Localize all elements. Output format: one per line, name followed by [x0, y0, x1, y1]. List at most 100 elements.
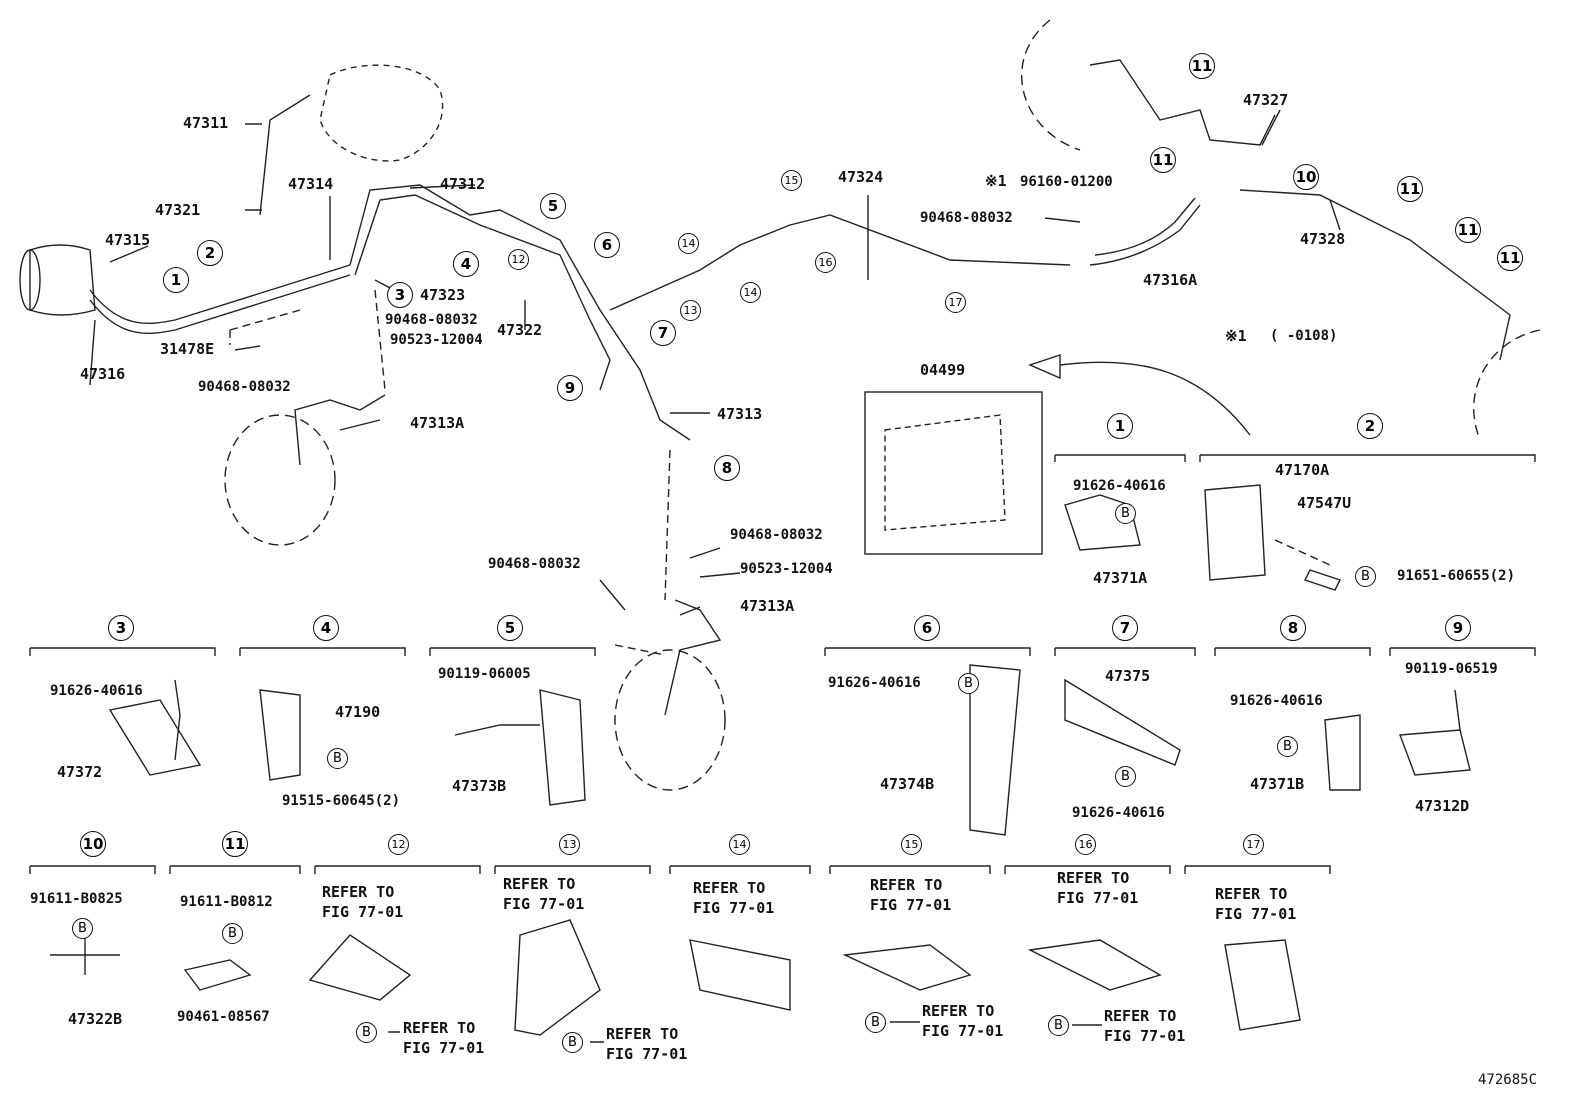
label-47313: 47313 — [717, 405, 763, 423]
label-96160-01200: 96160-01200 — [1020, 174, 1113, 190]
d11-b-mark: B — [222, 923, 243, 944]
callout-5: 5 — [540, 193, 566, 219]
d4-b-mark: B — [327, 748, 348, 769]
label-47322: 47322 — [497, 321, 543, 339]
callout-15: 15 — [781, 170, 802, 191]
label-47316A: 47316A — [1143, 271, 1198, 289]
d12-refer-b: REFER TO FIG 77-01 — [403, 1019, 485, 1057]
detail-header-16: 16 — [1075, 834, 1096, 855]
d15-b-mark: B — [865, 1012, 886, 1033]
detail-header-13: 13 — [559, 834, 580, 855]
callout-6: 6 — [594, 232, 620, 258]
d2-47170A: 47170A — [1275, 461, 1330, 479]
d1-main: 47371A — [1093, 569, 1148, 587]
d10-part: 91611-B0825 — [30, 891, 123, 907]
label-47311: 47311 — [183, 114, 229, 132]
callout-12: 12 — [508, 249, 529, 270]
d7-part: 91626-40616 — [1072, 805, 1165, 821]
label-31478E: 31478E — [160, 340, 215, 358]
detail-header-5: 5 — [497, 615, 523, 641]
d5-main: 47373B — [452, 777, 507, 795]
d9-main: 47312D — [1415, 797, 1470, 815]
label-90468-08032-b: 90468-08032 — [198, 379, 291, 395]
d12-refer: REFER TO FIG 77-01 — [322, 883, 404, 921]
d1-part: 91626-40616 — [1073, 478, 1166, 494]
callout-4: 4 — [453, 251, 479, 277]
detail-header-15: 15 — [901, 834, 922, 855]
d16-refer-b: REFER TO FIG 77-01 — [1104, 1007, 1186, 1045]
detail-header-9: 9 — [1445, 615, 1471, 641]
d13-b-mark: B — [562, 1032, 583, 1053]
callout-1: 1 — [163, 267, 189, 293]
d6-part: 91626-40616 — [828, 675, 921, 691]
note-marker-1: ※1 — [985, 172, 1007, 190]
d4-main: 47190 — [335, 703, 381, 721]
callout-11-d: 11 — [1455, 217, 1481, 243]
d6-b-mark: B — [958, 673, 979, 694]
d4-part: 91515-60645(2) — [282, 793, 401, 809]
callout-10: 10 — [1293, 164, 1319, 190]
d3-main: 47372 — [57, 763, 103, 781]
label-47321: 47321 — [155, 201, 201, 219]
detail-header-14: 14 — [729, 834, 750, 855]
d15-refer-b: REFER TO FIG 77-01 — [922, 1002, 1004, 1040]
callout-7: 7 — [650, 320, 676, 346]
note-range: ( -0108) — [1270, 328, 1338, 344]
label-90523-12004-a: 90523-12004 — [390, 332, 483, 348]
detail-header-3: 3 — [108, 615, 134, 641]
d12-b-mark: B — [356, 1022, 377, 1043]
label-90468-08032-e: 90468-08032 — [488, 556, 581, 572]
callout-13: 13 — [680, 300, 701, 321]
label-47327: 47327 — [1243, 91, 1289, 109]
callout-11-e: 11 — [1497, 245, 1523, 271]
d3-part: 91626-40616 — [50, 683, 143, 699]
d8-main: 47371B — [1250, 775, 1305, 793]
d10-b-mark: B — [72, 918, 93, 939]
label-90468-08032-c: 90468-08032 — [920, 210, 1013, 226]
label-47323: 47323 — [420, 286, 466, 304]
callout-11-a: 11 — [1189, 53, 1215, 79]
label-90468-08032-a: 90468-08032 — [385, 312, 478, 328]
detail-header-11: 11 — [222, 831, 248, 857]
detail-header-8: 8 — [1280, 615, 1306, 641]
callout-17: 17 — [945, 292, 966, 313]
label-90523-12004-b: 90523-12004 — [740, 561, 833, 577]
label-47313A-a: 47313A — [410, 414, 465, 432]
diagram-id: 472685C — [1478, 1072, 1538, 1088]
d2-91651: 91651-60655(2) — [1397, 568, 1516, 584]
label-47312: 47312 — [440, 175, 486, 193]
callout-14-a: 14 — [678, 233, 699, 254]
label-47313A-b: 47313A — [740, 597, 795, 615]
d8-part: 91626-40616 — [1230, 693, 1323, 709]
label-47316: 47316 — [80, 365, 126, 383]
d15-refer: REFER TO FIG 77-01 — [870, 876, 952, 914]
detail-header-10: 10 — [80, 831, 106, 857]
d13-refer: REFER TO FIG 77-01 — [503, 875, 585, 913]
d6-main: 47374B — [880, 775, 935, 793]
detail-header-4: 4 — [313, 615, 339, 641]
d1-b-mark: B — [1115, 503, 1136, 524]
detail-header-6: 6 — [914, 615, 940, 641]
callout-8: 8 — [714, 455, 740, 481]
d11-part: 91611-B0812 — [180, 894, 273, 910]
detail-header-2: 2 — [1357, 413, 1383, 439]
callout-9: 9 — [557, 375, 583, 401]
d5-part: 90119-06005 — [438, 666, 531, 682]
detail-header-12: 12 — [388, 834, 409, 855]
detail-header-17: 17 — [1243, 834, 1264, 855]
detail-header-7: 7 — [1112, 615, 1138, 641]
callout-14-b: 14 — [740, 282, 761, 303]
label-47315: 47315 — [105, 231, 151, 249]
label-47314: 47314 — [288, 175, 334, 193]
d13-refer-b: REFER TO FIG 77-01 — [606, 1025, 688, 1063]
d16-refer: REFER TO FIG 77-01 — [1057, 869, 1139, 907]
callout-11-c: 11 — [1397, 176, 1423, 202]
d10-main: 47322B — [68, 1010, 123, 1028]
callout-11-b: 11 — [1150, 147, 1176, 173]
d9-part: 90119-06519 — [1405, 661, 1498, 677]
detail-header-1: 1 — [1107, 413, 1133, 439]
label-04499: 04499 — [920, 361, 966, 379]
d7-b-mark: B — [1115, 766, 1136, 787]
